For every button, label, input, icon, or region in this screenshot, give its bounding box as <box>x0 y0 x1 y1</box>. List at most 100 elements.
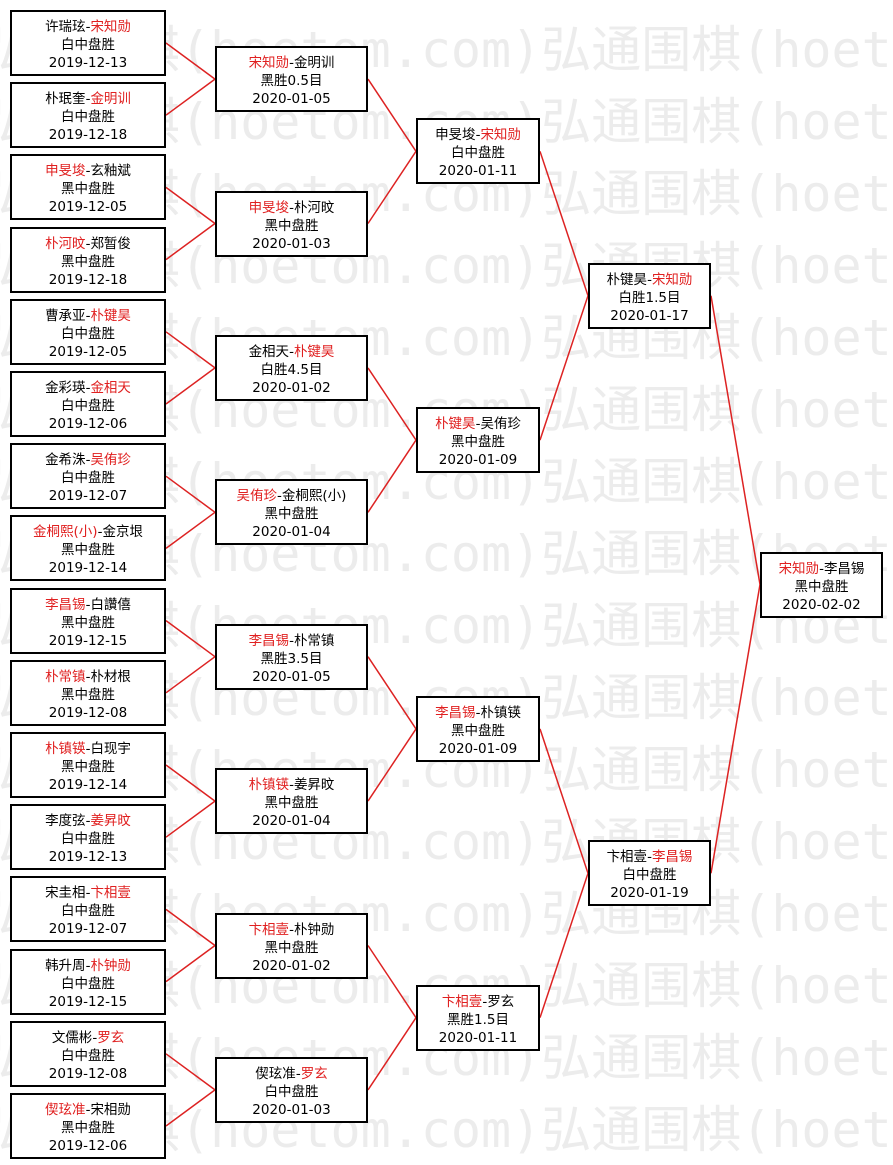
player-white: 朴钟勋 <box>90 957 131 974</box>
match-players: 偰玹准-宋相勋 <box>12 1101 164 1119</box>
match-date: 2020-01-05 <box>217 668 366 686</box>
match-date: 2020-01-03 <box>217 1101 366 1119</box>
result-text: 黑中盘胜 <box>451 434 505 451</box>
match-players: 朴键昊-吴侑珍 <box>418 415 538 433</box>
versus-dash: - <box>289 921 294 938</box>
versus-dash: - <box>289 343 294 360</box>
result-text: 黑胜3.5目 <box>260 650 323 667</box>
match-date: 2020-01-03 <box>217 235 366 253</box>
bracket-connector-line <box>165 475 216 513</box>
match-players: 韩升周-朴钟勋 <box>12 957 164 975</box>
player-black: 韩升周 <box>45 957 86 974</box>
result-text: 黑中盘胜 <box>451 722 505 739</box>
bracket-connector-line <box>539 151 589 296</box>
match-result: 白中盘胜 <box>12 469 164 487</box>
match-date: 2020-01-04 <box>217 523 366 541</box>
match-result: 黑中盘胜 <box>12 686 164 704</box>
match-result: 白中盘胜 <box>12 397 164 415</box>
match-date: 2019-12-05 <box>12 343 164 361</box>
player-black: 金相天 <box>248 343 290 360</box>
match-result: 黑中盘胜 <box>217 939 366 957</box>
player-black: 卞相壹 <box>248 921 290 938</box>
bracket-connector-line <box>165 331 216 369</box>
versus-dash: - <box>819 560 824 577</box>
result-text: 白中盘胜 <box>264 1083 319 1100</box>
date-text: 2019-12-06 <box>48 416 128 432</box>
match-result: 白中盘胜 <box>12 325 164 343</box>
match-result: 黑中盘胜 <box>12 758 164 776</box>
date-text: 2020-01-04 <box>252 524 331 541</box>
result-text: 白中盘胜 <box>61 37 115 53</box>
bracket-connector-line <box>367 1017 417 1091</box>
bracket-connector-line <box>165 1089 216 1127</box>
match-date: 2019-12-07 <box>12 920 164 938</box>
versus-dash: - <box>289 55 294 72</box>
result-text: 黑中盘胜 <box>794 578 849 595</box>
bracket-connector-line <box>165 944 216 983</box>
player-black: 朴镇锳 <box>45 741 86 757</box>
match-result: 白中盘胜 <box>12 1047 164 1065</box>
match-result: 白中盘胜 <box>12 975 164 993</box>
player-white: 白讚僖 <box>90 596 131 613</box>
player-black: 卞相壹 <box>606 849 648 866</box>
match-date: 2019-12-18 <box>12 126 164 144</box>
match-players: 宋圭相-卞相壹 <box>12 884 164 902</box>
date-text: 2020-01-03 <box>252 1101 331 1118</box>
result-text: 白中盘胜 <box>61 398 115 414</box>
versus-dash: - <box>475 416 481 433</box>
match-players: 金希洙-吴侑珍 <box>12 451 164 469</box>
match-result: 白中盘胜 <box>12 36 164 54</box>
player-black: 金彩瑛 <box>45 380 86 396</box>
player-white: 吴侑珍 <box>480 416 521 433</box>
match-players: 吴侑珍-金桐熙(小) <box>217 487 366 505</box>
match-players: 卞相壹-罗玄 <box>418 993 538 1011</box>
bracket-connector-line <box>367 728 417 802</box>
versus-dash: - <box>85 741 91 757</box>
match-result: 黑中盘胜 <box>12 1119 164 1137</box>
bracket-connector-line <box>367 656 417 730</box>
player-white: 朴镇锳 <box>480 704 521 721</box>
player-white: 金明训 <box>293 55 335 72</box>
result-text: 白中盘胜 <box>61 975 115 992</box>
match-date: 2019-12-15 <box>12 993 164 1011</box>
player-white: 白现宇 <box>90 741 131 757</box>
date-text: 2020-01-19 <box>610 885 689 902</box>
result-text: 白中盘胜 <box>451 145 505 162</box>
match-date: 2019-12-13 <box>12 54 164 72</box>
player-white: 罗玄 <box>97 1029 125 1046</box>
match-date: 2019-12-08 <box>12 704 164 722</box>
date-text: 2019-12-05 <box>48 343 128 360</box>
match-date: 2020-01-02 <box>217 379 366 397</box>
